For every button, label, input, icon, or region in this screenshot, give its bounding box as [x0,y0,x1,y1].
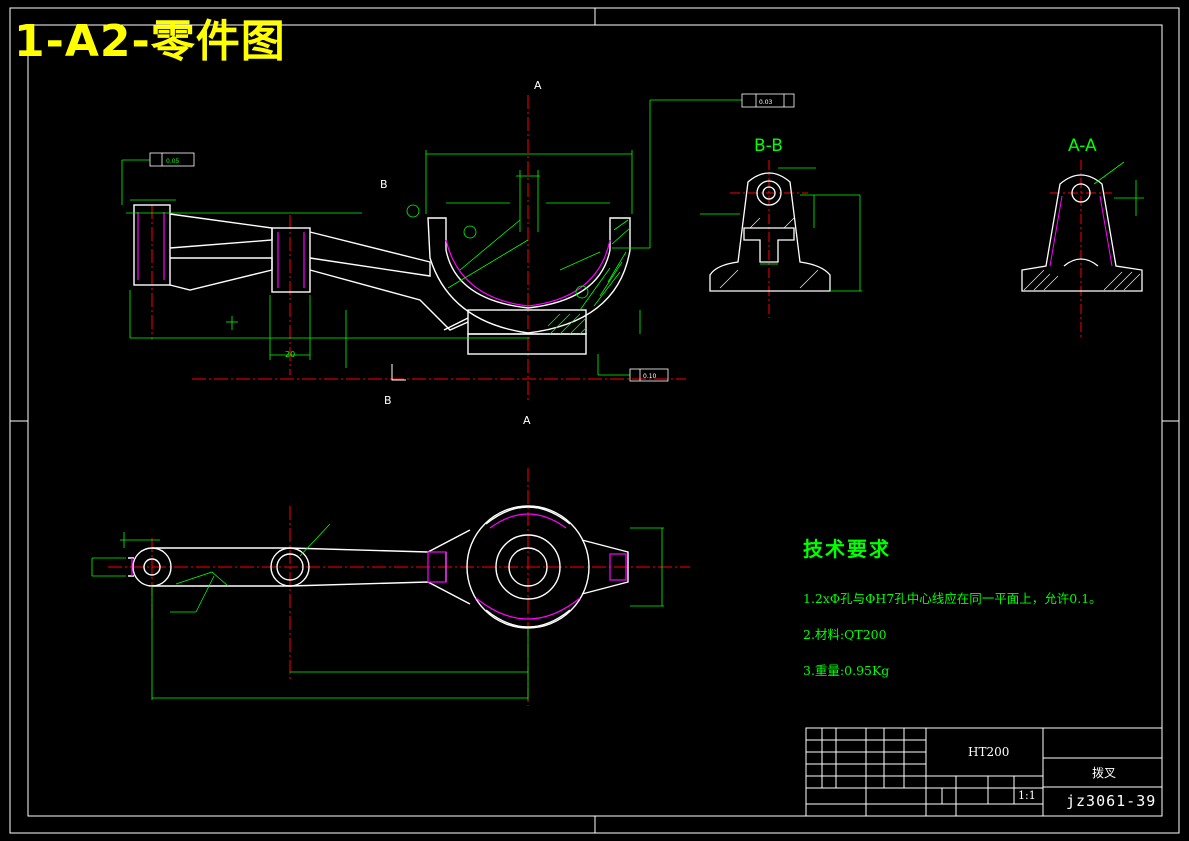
title-block-part-name: 拨叉 [1092,766,1117,780]
top-centerlines [108,468,690,706]
tech-requirements-title: 技术要求 [803,537,891,561]
section-aa-outline [1021,174,1143,292]
section-aa-dimensions [1093,161,1144,216]
section-bb-view [700,160,862,318]
dim-20-label: 20 [285,350,295,359]
section-aa-hatching [1023,269,1141,291]
front-balloons [406,204,589,299]
section-bb-centerlines [730,160,808,318]
top-dimensions [91,523,664,700]
title-block-scale: 1:1 [1018,789,1036,802]
front-tolerance-frames [149,93,795,382]
sheet-title: 1-A2-零件图 [14,16,286,67]
tech-requirement-1: 1.2xΦ孔与ΦH7孔中心线应在同一平面上，允许0.1。 [803,591,1102,606]
front-view [121,93,795,400]
top-hidden-edges [131,513,627,620]
sheet-frame [9,7,1180,834]
front-outline [133,204,631,355]
section-aa-view [1021,160,1144,338]
section-bb-hatching [719,217,819,289]
cut-letter-a-top: A [534,79,542,92]
cut-letter-b-left: B [380,178,388,191]
section-aa-label: A-A [1068,136,1097,156]
front-hatching [547,219,631,335]
section-bb-outline [709,172,831,292]
section-aa-centerlines [1050,160,1112,338]
title-block-drawing-code: jz3061-39 [1066,792,1157,810]
title-block [805,727,1163,817]
front-dimensions [121,99,742,376]
top-outline [128,505,629,629]
tolerance-value-c: 0.10 [643,373,657,380]
technical-requirements: 技术要求 1.2xΦ孔与ΦH7孔中心线应在同一平面上，允许0.1。 2.材料:Q… [803,533,1102,696]
tech-requirement-2: 2.材料:QT200 [803,627,887,642]
section-aa-hidden [1049,195,1113,267]
cut-letter-b-bottom: B [384,394,392,407]
cut-letter-a-bottom: A [523,414,531,427]
tech-requirement-3: 3.重量:0.95Kg [803,663,890,678]
front-centerlines [151,95,686,400]
top-view [91,468,690,706]
cut-markers [391,364,406,381]
front-hidden-edges [137,212,611,307]
tolerance-value-b: 0.03 [759,99,773,106]
section-bb-dimensions [700,167,862,292]
tolerance-value-a: 0.05 [166,158,180,165]
title-block-material: HT200 [968,745,1010,759]
section-bb-label: B-B [754,136,783,156]
